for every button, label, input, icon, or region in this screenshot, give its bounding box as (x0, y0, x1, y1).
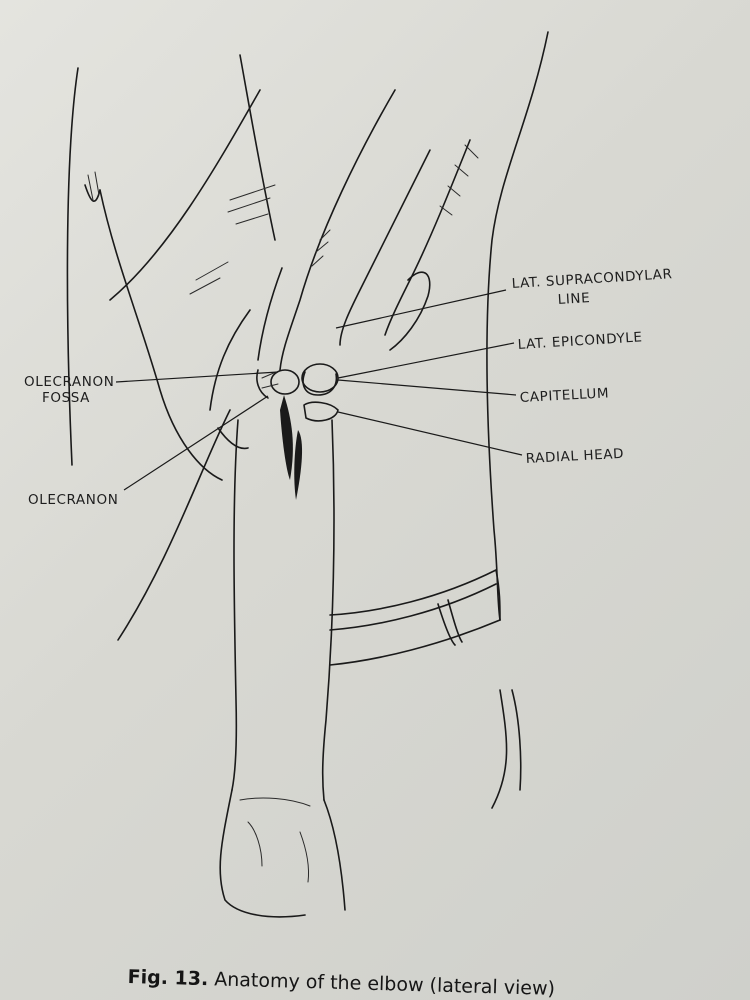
label-olecranon: OLECRANON (28, 492, 118, 508)
leader-radial-head (337, 411, 523, 456)
torso-drawing (66, 31, 549, 809)
label-capitellum: CAPITELLUM (519, 385, 609, 406)
humerus-drawing (257, 89, 479, 371)
label-olecranon-fossa-2: FOSSA (42, 390, 90, 406)
upper-arm-drawing (84, 54, 276, 481)
leader-lines (115, 289, 523, 491)
anatomy-labels: LAT. SUPRACONDYLAR LINE LAT. EPICONDYLE … (24, 266, 673, 508)
leader-capitellum (337, 379, 517, 396)
leader-olecranon (123, 395, 269, 491)
leader-lat-epicondyle (337, 342, 515, 379)
elbow-joint-drawing (256, 363, 339, 500)
label-olecranon-fossa-1: OLECRANON (24, 374, 114, 390)
label-lat-supracondylar-line-2: LINE (557, 290, 590, 308)
hand-drawing (219, 789, 346, 918)
label-lat-epicondyle: LAT. EPICONDYLE (517, 329, 643, 353)
label-radial-head: RADIAL HEAD (525, 446, 624, 467)
figure-number: Fig. 13. (127, 966, 209, 991)
belt-drawing (329, 569, 501, 666)
label-lat-supracondylar-line-1: LAT. SUPRACONDYLAR (511, 266, 673, 292)
leader-lat-supracondylar-line (335, 289, 507, 329)
forearm-drawing (117, 309, 335, 801)
leader-olecranon-fossa (115, 371, 279, 383)
